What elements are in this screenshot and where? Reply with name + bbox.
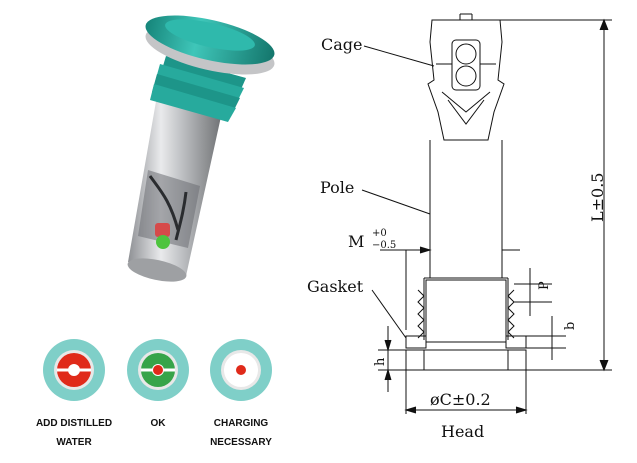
- label-length: L±0.5: [588, 173, 607, 222]
- flange-face: [165, 19, 255, 51]
- indicator-dot: [68, 364, 80, 376]
- indicator-dot: [235, 364, 247, 376]
- dim-pitch: [514, 268, 552, 316]
- label-diameter: øC±0.2: [430, 390, 491, 409]
- label-cage: Cage: [321, 35, 363, 54]
- thread-outline: [417, 277, 515, 343]
- label-tol-upper: +0: [372, 228, 387, 239]
- dim-thread-m: [380, 246, 520, 330]
- gasket-right: [505, 335, 527, 349]
- label-h: h: [373, 357, 388, 366]
- label-pitch: P: [537, 281, 552, 290]
- leader-pole: [361, 189, 431, 215]
- indicator-group: [43, 339, 272, 401]
- indicator-1: [43, 339, 105, 401]
- dim-diameter: [404, 370, 528, 414]
- leader-gasket: [371, 289, 407, 339]
- indicator-label: CHARGING NECESSARY: [210, 418, 272, 448]
- label-b: b: [563, 322, 578, 330]
- label-pole: Pole: [320, 178, 354, 197]
- label-thread-m: M: [348, 232, 364, 251]
- indicator-label: OK: [150, 418, 166, 429]
- product-render: [127, 15, 275, 282]
- gasket-left: [405, 335, 427, 349]
- indicator-2: [127, 339, 189, 401]
- dim-h: [378, 326, 406, 392]
- indicator-3: [210, 339, 272, 401]
- label-head: Head: [441, 422, 484, 441]
- indicator-label: ADD DISTILLED WATER: [35, 418, 113, 448]
- dim-length: [500, 18, 612, 372]
- tube-bottom: [127, 258, 187, 282]
- leader-cage: [363, 45, 435, 67]
- label-tol-lower: −0.5: [372, 240, 396, 251]
- float-red: [155, 223, 170, 237]
- threaded-collar: [150, 56, 246, 122]
- pole-outline: [429, 140, 503, 278]
- label-gasket: Gasket: [307, 277, 364, 296]
- float-green: [156, 235, 170, 249]
- dim-b: [526, 316, 566, 360]
- cage-outline: [427, 13, 505, 141]
- technical-drawing: [361, 13, 612, 414]
- cage-window: [138, 170, 200, 248]
- head-outline: [405, 349, 527, 371]
- indicator-dot: [152, 364, 164, 376]
